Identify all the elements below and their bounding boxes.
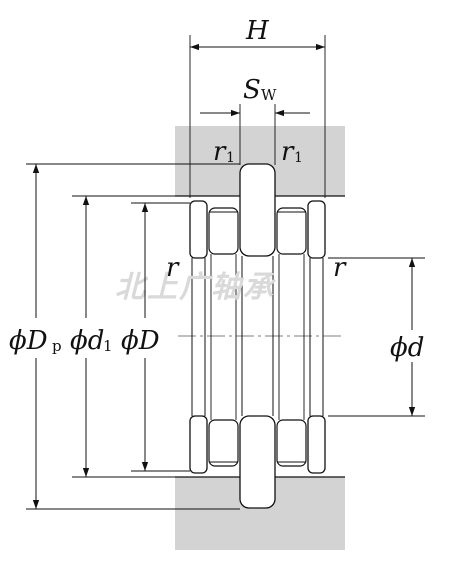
Dp-label: ϕD xyxy=(9,326,48,356)
r1-left-label: r xyxy=(213,137,227,167)
left-washer-top xyxy=(189,200,208,259)
d1-subscript: 1 xyxy=(103,337,113,355)
D-label: ϕD xyxy=(121,326,160,356)
right-washer-top xyxy=(307,200,326,259)
left-washer-bottom xyxy=(189,415,208,474)
left-roller-top xyxy=(208,207,239,255)
H-label: H xyxy=(245,16,270,46)
center-plate-bottom xyxy=(239,415,276,509)
Sw-subscript: W xyxy=(261,86,277,104)
right-roller-top xyxy=(276,207,307,255)
r1-right-subscript: 1 xyxy=(294,150,303,166)
Dp-subscript: p xyxy=(52,337,62,355)
left-roller-bottom xyxy=(208,419,239,467)
center-plate-top xyxy=(239,163,276,257)
right-washer-bottom xyxy=(307,415,326,474)
d-label: ϕd xyxy=(390,333,424,363)
r-right-label: r xyxy=(333,253,347,283)
d1-label: ϕd xyxy=(70,326,104,356)
right-roller-bottom xyxy=(276,419,307,467)
r1-right-label: r xyxy=(281,137,295,167)
r-left-label: r xyxy=(166,253,180,283)
Sw-label: S xyxy=(243,75,261,105)
r1-left-subscript: 1 xyxy=(226,150,235,166)
watermark: 北上广轴承 xyxy=(115,270,277,305)
